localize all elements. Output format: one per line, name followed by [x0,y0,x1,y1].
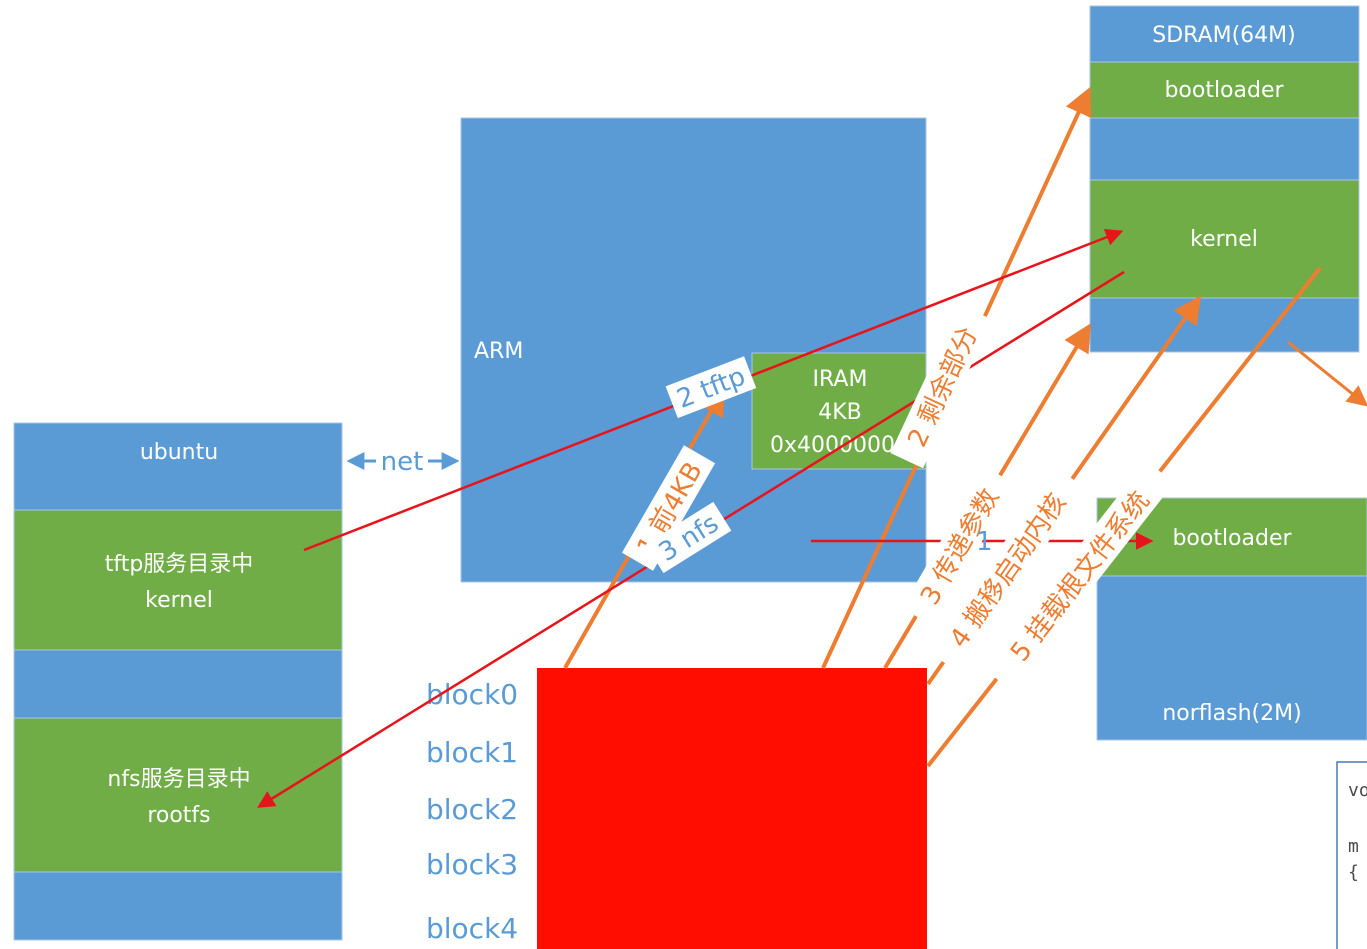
sdram-title: SDRAM(64M) [1152,23,1295,48]
arm-box [460,117,927,583]
norflash-title: norflash(2M) [1162,701,1301,726]
label-bg [927,467,1086,672]
arm-title: ARM [474,339,523,364]
label-norflash-one: 1 [976,527,993,557]
ubuntu-nfs-region [13,717,343,873]
ubuntu-tftp-dir: tftp服务目录中 [105,552,254,577]
code-panel-box [1336,761,1367,949]
iram-size: 4KB [818,400,862,425]
block-label: block2 [426,793,518,826]
ubuntu-title: ubuntu [140,440,218,465]
norflash-memory: bootloader norflash(2M) [1096,497,1367,741]
label-bg [621,445,716,571]
arm-soc: ARM IRAM 4KB 0x40000000 [460,117,927,583]
sdram-bootloader-region [1089,61,1360,119]
arrow-sdram-out [1287,340,1367,407]
code-line: { [1348,862,1359,883]
ubuntu-gap-1 [13,649,343,719]
sdram-gap-2 [1089,297,1360,353]
ubuntu-tftp-file: kernel [145,588,213,613]
label-bg [983,460,1175,691]
block-label: block1 [426,736,518,769]
nand-block-labels: block0 block1 block2 block3 block4 [426,678,518,945]
sdram-gap-1 [1089,117,1360,181]
sdram-header [1089,5,1360,63]
code-fragment-panel: vo m { [1336,761,1367,949]
sdram-kernel-label: kernel [1190,227,1258,252]
label-bg [665,356,757,419]
ubuntu-host: ubuntu tftp服务目录中 kernel nfs服务目录中 rootfs [13,422,343,941]
code-line: m [1348,836,1359,857]
net-label: net [381,447,424,477]
norflash-body [1096,575,1367,741]
net-label-bg [376,446,428,476]
ubuntu-header [13,422,343,511]
net-link: net [346,446,460,477]
ubuntu-nfs-file: rootfs [147,803,210,828]
block-label: block4 [426,912,518,945]
ubuntu-nfs-dir: nfs服务目录中 [107,767,250,792]
ubuntu-tftp-region [13,509,343,651]
ubuntu-gap-2 [13,871,343,941]
sdram-memory: SDRAM(64M) bootloader kernel [1089,5,1360,353]
label-bg [901,465,1016,627]
sdram-bootloader-label: bootloader [1164,78,1284,103]
nand-flash-box [537,668,927,949]
norflash-bootloader-label: bootloader [1172,526,1292,551]
iram-name: IRAM [813,367,868,392]
block-label: block3 [426,848,518,881]
label-bg [890,304,993,469]
code-line: vo [1348,780,1367,801]
iram-address: 0x40000000 [770,433,909,458]
label-bg [645,501,732,574]
